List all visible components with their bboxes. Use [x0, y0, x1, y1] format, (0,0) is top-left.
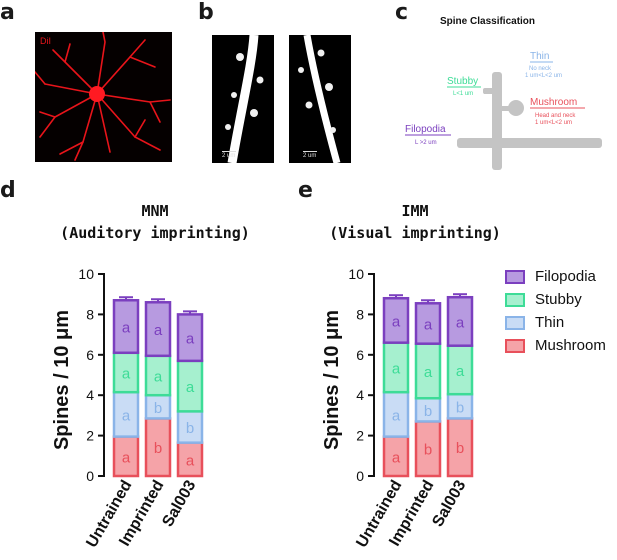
y-axis-label: Spines / 10 μm — [51, 310, 73, 450]
y-tick-label: 6 — [356, 347, 364, 363]
y-tick-label: 8 — [86, 306, 94, 322]
bar-segment-filopodia — [446, 295, 474, 347]
dendrite-drawing-2 — [298, 35, 341, 163]
legend-swatch — [505, 338, 525, 353]
bar-segment-mushroom — [446, 417, 474, 478]
y-tick-label: 4 — [86, 387, 94, 403]
y-tick-label: 0 — [356, 468, 364, 484]
significance-letter: b — [424, 403, 432, 420]
scale-bar-label: 2 um — [222, 153, 236, 159]
scale-bar-label: 2 um — [303, 153, 317, 159]
chart-e-title-line-2: (Visual imprinting) — [329, 224, 501, 242]
panel-c-label: c — [395, 0, 409, 25]
legend-item-filopodia: Filopodia — [505, 268, 596, 285]
bar-segment-mushroom — [176, 441, 204, 478]
bar-segment-mushroom — [144, 417, 172, 478]
significance-letter: a — [122, 365, 131, 382]
significance-letter: a — [392, 449, 401, 466]
mushroom-desc-1: Head and neck — [535, 113, 576, 119]
panel-e-label: e — [298, 178, 313, 203]
neuron-micrograph: DiI — [35, 32, 172, 162]
chart-d-title-line-2: (Auditory imprinting) — [60, 224, 250, 242]
significance-letter: a — [392, 360, 401, 377]
significance-letter: a — [186, 379, 195, 396]
legend-label: Stubby — [535, 291, 582, 308]
chart-e-title-line-1: IMM — [401, 202, 429, 220]
thin-desc-2: 1 um<L<2 um — [525, 73, 562, 79]
bar-segment-filopodia — [176, 313, 204, 363]
legend-item-stubby: Stubby — [505, 291, 582, 308]
mushroom-desc-2: 1 um<L<2 um — [535, 120, 572, 126]
thin-name: Thin — [530, 51, 549, 62]
y-tick-label: 10 — [78, 266, 94, 282]
bar-segment-stubby — [176, 359, 204, 413]
legend-item-mushroom: Mushroom — [505, 337, 606, 354]
mushroom-name: Mushroom — [530, 97, 577, 108]
legend-swatch — [505, 269, 525, 284]
significance-letter: a — [122, 320, 131, 337]
stubby-name: Stubby — [447, 76, 478, 87]
significance-letter: a — [186, 452, 195, 469]
significance-letter: a — [186, 331, 195, 348]
bar-segment-filopodia — [414, 302, 442, 345]
bar-segment-filopodia — [112, 299, 140, 355]
spine-classification-diagram: Thin No neck 1 um<L<2 um Stubby L<1 um M… — [405, 51, 602, 170]
panel-a-label: a — [0, 0, 15, 25]
significance-letter: b — [186, 420, 194, 437]
legend-swatch — [505, 292, 525, 307]
legend-item-thin: Thin — [505, 314, 564, 331]
significance-letter: a — [456, 314, 465, 331]
y-tick-label: 2 — [86, 428, 94, 444]
y-tick-label: 6 — [86, 347, 94, 363]
significance-letter: a — [392, 407, 401, 424]
bar-segment-stubby — [414, 342, 442, 400]
thin-desc-1: No neck — [529, 66, 552, 72]
significance-letter: b — [154, 400, 162, 417]
significance-letter: a — [392, 313, 401, 330]
legend-swatch — [505, 315, 525, 330]
significance-letter: a — [424, 316, 433, 333]
significance-letter: b — [456, 440, 464, 457]
significance-letter: b — [154, 440, 162, 457]
significance-letter: b — [456, 399, 464, 416]
dii-label: DiI — [40, 36, 51, 46]
significance-letter: a — [154, 369, 163, 386]
significance-letter: a — [424, 364, 433, 381]
spine-classification-title: Spine Classification — [440, 16, 536, 27]
y-axis-label: Spines / 10 μm — [321, 310, 343, 450]
bar-segment-thin — [176, 410, 204, 444]
legend-label: Thin — [535, 314, 565, 331]
y-tick-label: 2 — [356, 428, 364, 444]
filopodia-desc: L >2 um — [415, 140, 437, 146]
bar-segment-filopodia — [382, 296, 410, 344]
panel-d-label: d — [0, 178, 16, 203]
legend-label: Filopodia — [535, 268, 596, 285]
chart-d: Spines / 10 μm0246810aaaaUntrainedbbaaIm… — [51, 266, 204, 551]
chart-e-title: IMM (Visual imprinting) — [310, 200, 520, 244]
filopodia-name: Filopodia — [405, 124, 446, 135]
bar-segment-mushroom — [112, 435, 140, 478]
scale-bar — [303, 151, 317, 152]
legend-label: Mushroom — [535, 337, 606, 354]
dendrite-image-2: 2 um — [289, 35, 351, 163]
stubby-desc: L<1 um — [453, 91, 473, 97]
chart-d-title-line-1: MNM — [141, 202, 169, 220]
chart-e: Spines / 10 μm0246810aaaaUntrainedbbaaIm… — [321, 266, 474, 551]
y-tick-label: 0 — [86, 468, 94, 484]
significance-letter: a — [154, 322, 163, 339]
chart-d-title: MNM (Auditory imprinting) — [40, 200, 270, 244]
bar-segment-filopodia — [144, 301, 172, 358]
significance-letter: a — [122, 449, 131, 466]
neuron-drawing — [35, 32, 172, 162]
significance-letter: a — [456, 363, 465, 380]
significance-letter: b — [424, 442, 432, 459]
dendrite-image-1: 2 um — [212, 35, 274, 163]
y-tick-label: 8 — [356, 306, 364, 322]
y-tick-label: 10 — [348, 266, 364, 282]
dendrite-drawing-1 — [225, 35, 264, 163]
significance-letter: a — [122, 407, 131, 424]
panel-b-label: b — [198, 0, 214, 25]
y-tick-label: 4 — [356, 387, 364, 403]
scale-bar — [222, 151, 236, 152]
